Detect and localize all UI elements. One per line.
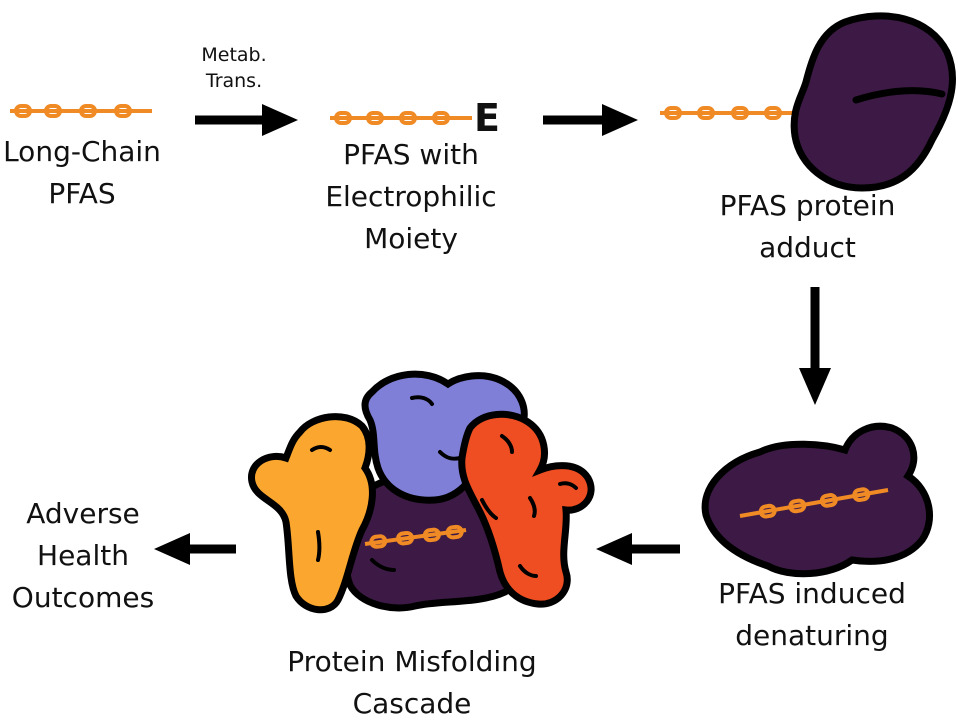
electrophilic-pfas-label: PFAS with Electrophilic Moiety: [325, 138, 497, 255]
misfolding-cluster-icon: [248, 370, 595, 614]
misfolding-cascade-label: Protein Misfolding Cascade: [287, 645, 537, 720]
protein-adduct-label: PFAS protein adduct: [719, 189, 896, 264]
adverse-outcomes-label: Adverse Health Outcomes: [11, 497, 155, 614]
adduct-formation-arrow: [543, 104, 638, 136]
long-chain-pfas-label: Long-Chain PFAS: [3, 135, 161, 210]
misfolding-arrow: [596, 533, 680, 565]
outcomes-arrow: [154, 533, 236, 565]
metabolic-transformation-arrow: [195, 104, 298, 136]
denaturing-arrow: [799, 287, 831, 405]
protein-adduct-icon: [660, 12, 957, 192]
metab-trans-label: Metab. Trans.: [201, 44, 267, 92]
electrophile-marker: E: [474, 96, 500, 140]
long-chain-pfas-icon: [10, 104, 152, 118]
denaturing-label: PFAS induced denaturing: [718, 577, 906, 652]
electrophilic-pfas-icon: [330, 111, 472, 125]
denatured-protein-icon: [701, 422, 933, 578]
